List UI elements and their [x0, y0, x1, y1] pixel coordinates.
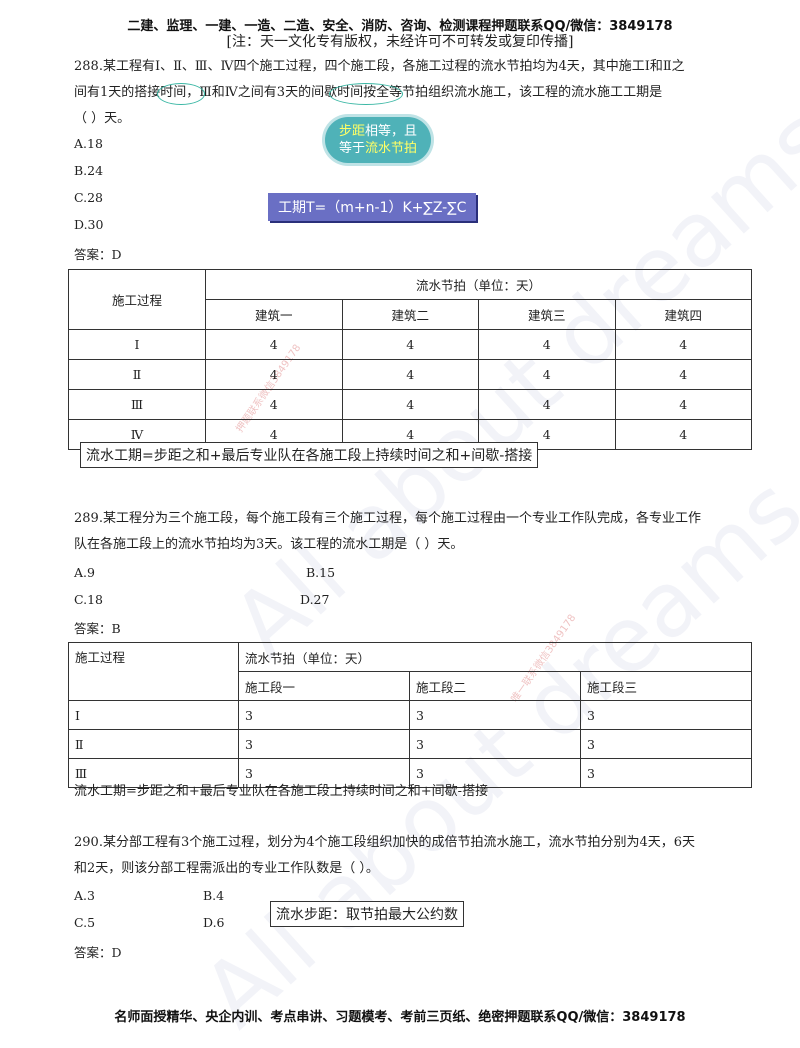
- table-cell: 4: [614, 419, 752, 450]
- table-row: Ⅱ 4 4 4 4: [68, 359, 752, 390]
- table-cell: 4: [478, 389, 616, 420]
- table-row: Ⅰ 4 4 4 4: [68, 329, 752, 360]
- table-group-header: 流水节拍（单位：天）: [205, 269, 752, 300]
- table-cell: 3: [238, 700, 410, 730]
- table-column-header: 施工段二: [409, 671, 581, 701]
- table-cell: 4: [341, 359, 479, 390]
- option-d: D.27: [300, 592, 330, 607]
- option-b: B.4: [203, 888, 225, 903]
- table-cell: 3: [409, 700, 581, 730]
- table-cell: 4: [205, 329, 343, 360]
- table-column-header: 施工段三: [580, 671, 752, 701]
- question-line: 队在各施工段上的流水节拍均为3天。该工程的流水工期是（ ）天。: [74, 537, 464, 552]
- question-line: 290.某分部工程有3个施工过程，划分为4个施工段组织加快的成倍节拍流水施工，流…: [74, 835, 696, 850]
- header-contact: 二建、监理、一建、一造、二造、安全、消防、咨询、检测课程押题联系QQ/微信：38…: [127, 19, 673, 34]
- highlight-circle: [157, 83, 205, 105]
- option-b: B.15: [306, 565, 336, 580]
- footer-contact: 名师面授精华、央企内训、考点串讲、习题模考、考前三页纸、绝密押题联系QQ/微信：…: [114, 1010, 686, 1025]
- option-a: A.3: [74, 888, 95, 903]
- table-cell: Ⅲ: [68, 389, 206, 420]
- table-group-header: 流水节拍（单位：天）: [238, 642, 752, 672]
- table-cell: 4: [614, 329, 752, 360]
- table-row: Ⅲ 4 4 4 4: [68, 389, 752, 420]
- table-column-header: 施工段一: [238, 671, 410, 701]
- table-row: Ⅰ 3 3 3: [68, 700, 752, 730]
- table-row: Ⅱ 3 3 3: [68, 729, 752, 759]
- table-header: 施工过程: [68, 269, 206, 330]
- cloud-text: 相等，且: [365, 124, 418, 139]
- table-cell: 3: [409, 729, 581, 759]
- answer: 答案：D: [74, 945, 122, 960]
- cloud-highlight: 流水节拍: [365, 141, 418, 156]
- option-c: C.18: [74, 592, 103, 607]
- rhythm-table-288: 施工过程 流水节拍（单位：天） 建筑一 建筑二 建筑三 建筑四 Ⅰ 4 4 4 …: [68, 269, 752, 450]
- question-line: 和2天，则该分部工程需派出的专业工作队数是（ ）。: [74, 861, 379, 876]
- table-cell: 4: [478, 359, 616, 390]
- question-290: 290.某分部工程有3个施工过程，划分为4个施工段组织加快的成倍节拍流水施工，流…: [74, 830, 774, 882]
- table-cell: 3: [580, 729, 752, 759]
- option-a: A.18: [74, 136, 103, 151]
- table-cell: 3: [580, 700, 752, 730]
- table-cell: Ⅰ: [68, 700, 239, 730]
- table-cell: 4: [205, 359, 343, 390]
- table-cell: 4: [614, 359, 752, 390]
- question-line: 288.某工程有Ⅰ、Ⅱ、Ⅲ、Ⅳ四个施工过程，四个施工段，各施工过程的流水节拍均为…: [74, 59, 685, 74]
- table-cell: Ⅱ: [68, 359, 206, 390]
- formula-note: 流水步距：取节拍最大公约数: [270, 901, 464, 927]
- answer: 答案：D: [74, 247, 122, 262]
- formula-note: 流水工期=步距之和+最后专业队在各施工段上持续时间之和+间歇-搭接: [74, 784, 489, 799]
- table-cell: Ⅰ: [68, 329, 206, 360]
- option-d: D.30: [74, 217, 104, 232]
- table-cell: 4: [205, 389, 343, 420]
- table-cell: 4: [478, 329, 616, 360]
- annotation-cloud: 步距相等，且 等于流水节拍: [325, 117, 432, 163]
- table-column-header: 建筑一: [205, 299, 343, 330]
- option-d: D.6: [203, 915, 225, 930]
- table-cell: 3: [580, 758, 752, 788]
- option-b: B.24: [74, 163, 104, 178]
- table-cell: 4: [614, 389, 752, 420]
- question-289: 289.某工程分为三个施工段，每个施工段有三个施工过程，每个施工过程由一个专业工…: [74, 506, 774, 558]
- table-cell: Ⅲ: [68, 758, 239, 788]
- question-line: （ ）天。: [74, 111, 131, 126]
- option-c: C.28: [74, 190, 103, 205]
- table-row: Ⅲ 3 3 3: [68, 758, 752, 788]
- table-cell: 4: [341, 329, 479, 360]
- table-column-header: 建筑四: [614, 299, 752, 330]
- table-column-header: 建筑三: [478, 299, 616, 330]
- option-c: C.5: [74, 915, 96, 930]
- cloud-highlight: 步距: [339, 124, 366, 139]
- highlight-circle: [329, 83, 403, 105]
- table-row: Ⅳ 4 4 4 4: [68, 419, 752, 450]
- question-line: 289.某工程分为三个施工段，每个施工段有三个施工过程，每个施工过程由一个专业工…: [74, 511, 701, 526]
- option-a: A.9: [74, 565, 95, 580]
- table-cell: 3: [238, 729, 410, 759]
- answer: 答案：B: [74, 621, 121, 636]
- table-cell: 4: [341, 389, 479, 420]
- table-cell: Ⅱ: [68, 729, 239, 759]
- header-copyright: [注：天一文化专有版权，未经许可不可转发或复印传播]: [226, 34, 574, 50]
- formula-box: 工期T=（m+n-1）K+∑Z-∑C: [268, 193, 477, 221]
- formula-note: 流水工期=步距之和+最后专业队在各施工段上持续时间之和+间歇-搭接: [80, 442, 539, 468]
- table-cell: 3: [409, 758, 581, 788]
- table-header: 施工过程: [68, 642, 239, 701]
- rhythm-table-289: 施工过程 流水节拍（单位：天） 施工段一 施工段二 施工段三 Ⅰ 3 3 3 Ⅱ…: [68, 642, 752, 788]
- cloud-text: 等于: [339, 141, 366, 156]
- table-column-header: 建筑二: [341, 299, 479, 330]
